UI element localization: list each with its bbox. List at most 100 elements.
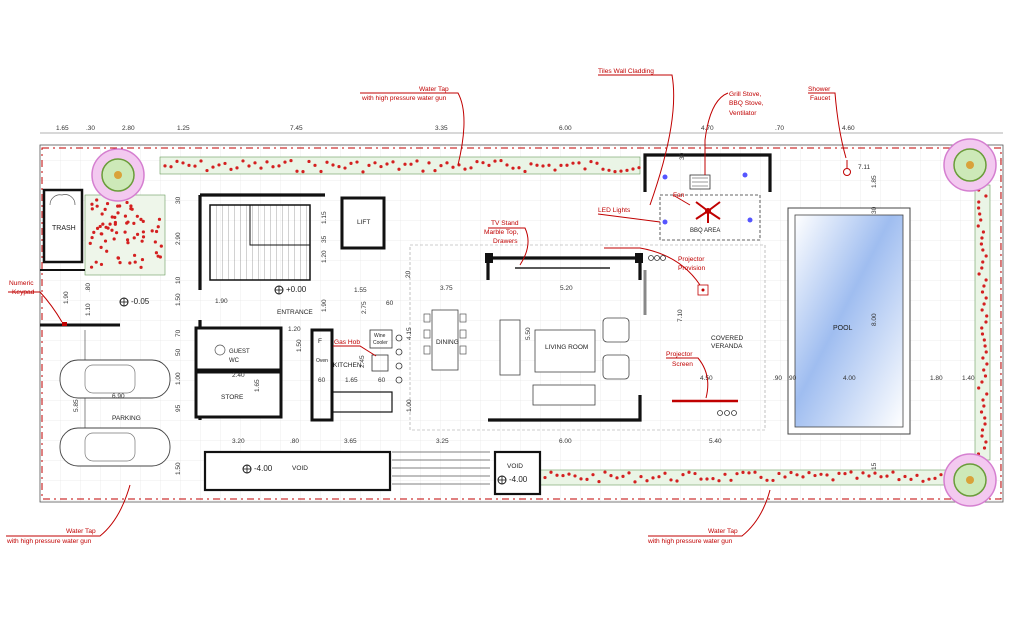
flower-dot [253, 161, 257, 165]
flower-dot [493, 159, 497, 163]
flower-dot [445, 161, 449, 165]
flower-dot [427, 161, 431, 165]
flower-dot [980, 332, 985, 336]
dim-1-65b: 1.65 [345, 377, 358, 384]
dim-2-40: 2.40 [232, 372, 245, 379]
flower-dot [982, 368, 986, 372]
flower-dot [112, 237, 116, 241]
flower-dot [379, 164, 383, 169]
flower-dot [807, 471, 811, 475]
flower-dot [777, 471, 781, 476]
flower-dot [795, 473, 799, 477]
flower-dot [135, 214, 139, 218]
flower-dot [235, 166, 239, 170]
flower-dot [128, 261, 132, 265]
flower-dot [759, 475, 763, 479]
dim-6-90: 6.90 [112, 393, 125, 400]
room-dining: DINING [436, 339, 459, 346]
flower-dot [982, 446, 987, 450]
dim-2-45: 2.45 [359, 355, 366, 368]
led-light-icon [742, 172, 748, 178]
flower-dot [154, 229, 159, 234]
dim-bottom-3: 3.25 [436, 438, 449, 445]
dim-top-2: 2.80 [122, 125, 135, 132]
led-light-icon [662, 174, 668, 180]
dim-20: 20 [405, 270, 412, 278]
flower-dot [123, 230, 127, 234]
flower-dot [597, 479, 601, 484]
flower-dot [103, 239, 108, 243]
flower-dot [729, 478, 733, 482]
parking-area: PARKING 6.90 5.85 [40, 323, 171, 467]
flower-dot [981, 260, 985, 264]
flower-dot [613, 170, 617, 174]
flower-dot [681, 473, 685, 477]
flower-dot [103, 207, 107, 211]
flower-dot [133, 260, 137, 264]
flower-dot [355, 160, 359, 164]
flower-dot [141, 235, 146, 239]
annotation-leaders [6, 74, 847, 537]
flower-dot [981, 356, 985, 360]
flower-dot [433, 169, 437, 173]
flower-dot [211, 165, 215, 169]
led-light-icon [662, 219, 668, 225]
bottom-dimension-labels: 3.20 .80 3.65 3.25 6.00 5.40 [232, 438, 722, 445]
flower-dot [529, 162, 533, 166]
flower-dot [343, 166, 347, 170]
flower-dot [977, 200, 981, 204]
dim-1-90b: 1.90 [321, 299, 328, 312]
dim-5-50: 5.50 [525, 327, 532, 340]
dim-bottom-0: 3.20 [232, 438, 245, 445]
flower-dot [169, 165, 173, 169]
tree-top-right [943, 138, 997, 192]
flower-dot [481, 161, 485, 165]
note-gas-hob: Gas Hob [334, 339, 360, 346]
note-projector-prov-1: Projector [678, 256, 705, 263]
flower-dot [699, 477, 703, 481]
flower-dot [980, 290, 985, 294]
flower-dot [99, 262, 104, 267]
level-void-1: -4.00 [254, 464, 273, 473]
flower-dot [104, 225, 108, 229]
flower-dot [140, 257, 145, 262]
note-projector-screen-2: Screen [672, 361, 693, 368]
flower-dot [813, 473, 817, 478]
tree-bottom-right [943, 453, 997, 507]
flower-dot [265, 160, 269, 164]
flower-dot [156, 225, 160, 229]
flower-dot [549, 470, 553, 474]
flower-dot [978, 212, 982, 216]
note-water-tap-bl-2: with high pressure water gun [6, 538, 92, 545]
dim-top-6: 6.00 [559, 125, 572, 132]
flower-dot [909, 477, 913, 481]
flower-dot [984, 278, 988, 282]
level-marker-void-2: -4.00 [497, 475, 528, 485]
flower-dot [825, 473, 829, 477]
room-void: VOID [292, 465, 308, 472]
note-keypad-2: Keypad [12, 289, 35, 296]
flower-dot [843, 472, 847, 476]
note-tv-2: Marble Top, [484, 229, 518, 236]
flower-dot [985, 362, 989, 366]
flower-dot [553, 168, 557, 172]
flower-dot [499, 158, 503, 163]
flower-dot [939, 473, 943, 477]
note-led-lights: LED Lights [598, 207, 631, 214]
flower-dot [819, 472, 823, 476]
flower-dot [741, 470, 745, 474]
flower-dot [980, 380, 984, 384]
flower-dot [915, 473, 919, 477]
flower-dot [439, 164, 443, 168]
misc-dimensions: 7.11 1.85 30 30 30 2.90 1.15 35 1.20 1.5… [175, 152, 975, 475]
flower-dot [487, 163, 491, 168]
flower-dot [187, 163, 191, 167]
dim-top-1: .30 [86, 125, 95, 132]
flower-dot [541, 164, 545, 168]
flower-dot [771, 478, 775, 483]
flower-dot [669, 478, 673, 482]
level-marker-void: -4.00 [242, 464, 273, 474]
flower-dot [535, 163, 539, 167]
flower-dot [295, 169, 299, 173]
dim-80: .80 [85, 283, 92, 292]
